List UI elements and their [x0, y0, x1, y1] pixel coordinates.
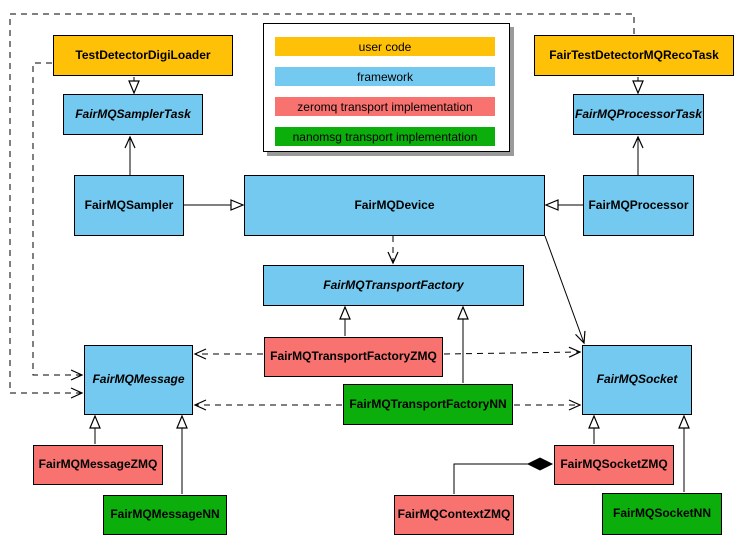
- legend-item-zeromq: zeromq transport implementation: [275, 97, 495, 116]
- node-fairmq-message-nn: FairMQMessageNN: [103, 495, 227, 535]
- node-fairmq-processor: FairMQProcessor: [583, 175, 694, 236]
- legend: user code framework zeromq transport imp…: [263, 23, 510, 152]
- legend-item-nanomsg: nanomsg transport implementation: [275, 127, 495, 146]
- node-fairmq-transport-factory-zmq: FairMQTransportFactoryZMQ: [264, 337, 443, 377]
- node-fairmq-socket-nn: FairMQSocketNN: [602, 493, 722, 535]
- legend-item-framework: framework: [275, 67, 495, 86]
- node-fair-test-detector-mq-reco-task: FairTestDetectorMQRecoTask: [534, 35, 734, 76]
- edge-digiloader-message: [32, 62, 84, 381]
- edge-contextzmq-socketzmq: [453, 457, 554, 494]
- node-fairmq-context-zmq: FairMQContextZMQ: [394, 495, 514, 535]
- node-fairmq-message-zmq: FairMQMessageZMQ: [33, 445, 163, 485]
- node-fairmq-sampler: FairMQSampler: [74, 175, 184, 236]
- node-fairmq-message: FairMQMessage: [84, 345, 193, 415]
- edge-recotask-message: [9, 13, 635, 399]
- node-fairmq-device: FairMQDevice: [244, 175, 545, 236]
- node-test-detector-digi-loader: TestDetectorDigiLoader: [53, 35, 233, 76]
- node-fairmq-socket: FairMQSocket: [582, 345, 692, 415]
- node-fairmq-transport-factory: FairMQTransportFactory: [263, 265, 524, 306]
- node-fairmq-processor-task: FairMQProcessorTask: [573, 94, 704, 135]
- node-fairmq-sampler-task: FairMQSamplerTask: [63, 94, 203, 135]
- edge-device-socket: [544, 235, 586, 345]
- legend-item-user-code: user code: [275, 37, 495, 56]
- node-fairmq-socket-zmq: FairMQSocketZMQ: [554, 445, 674, 485]
- node-fairmq-transport-factory-nn: FairMQTransportFactoryNN: [343, 384, 513, 425]
- edge-tfzmq-socket: [443, 346, 582, 358]
